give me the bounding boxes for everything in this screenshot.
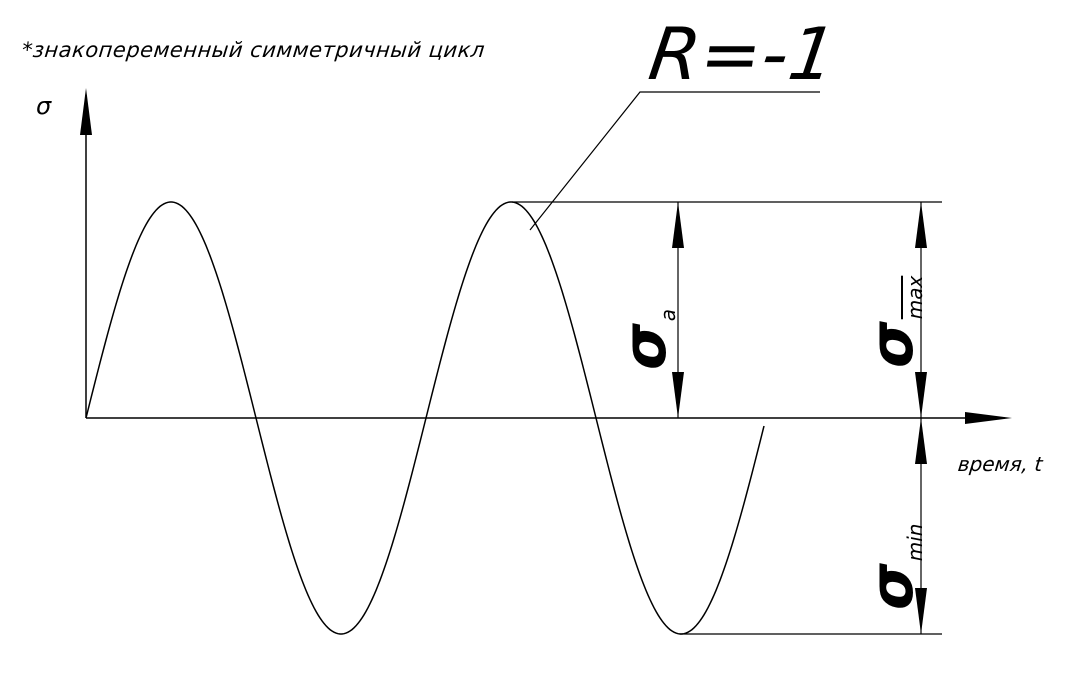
y-axis-label: σ: [36, 92, 52, 120]
amplitude-symbol: σ: [610, 323, 680, 370]
x-axis-arrow: [965, 412, 1012, 424]
min-label: σmin: [857, 470, 927, 610]
max-label: σmax: [857, 228, 927, 368]
max-subscript: max: [903, 275, 927, 320]
max-symbol: σ: [857, 321, 927, 368]
amplitude-arrow-top: [672, 202, 684, 248]
max-arrow-top: [915, 202, 927, 248]
min-symbol: σ: [857, 563, 927, 610]
diagram-caption: *знакопеременный симметричный цикл: [20, 38, 487, 62]
amplitude-subscript: a: [656, 309, 680, 322]
ratio-label: R=-1: [644, 12, 843, 96]
min-arrow-bottom: [915, 588, 927, 634]
amplitude-label: σa: [610, 250, 680, 370]
x-axis-label: время, t: [956, 452, 1044, 476]
amplitude-arrow-bottom: [672, 372, 684, 418]
y-axis-arrow: [80, 88, 92, 135]
min-arrow-top: [915, 418, 927, 464]
max-arrow-bottom: [915, 372, 927, 418]
ratio-leader-line: [529, 91, 820, 231]
min-subscript: min: [903, 523, 927, 562]
stress-sine-curve: [85, 201, 765, 635]
